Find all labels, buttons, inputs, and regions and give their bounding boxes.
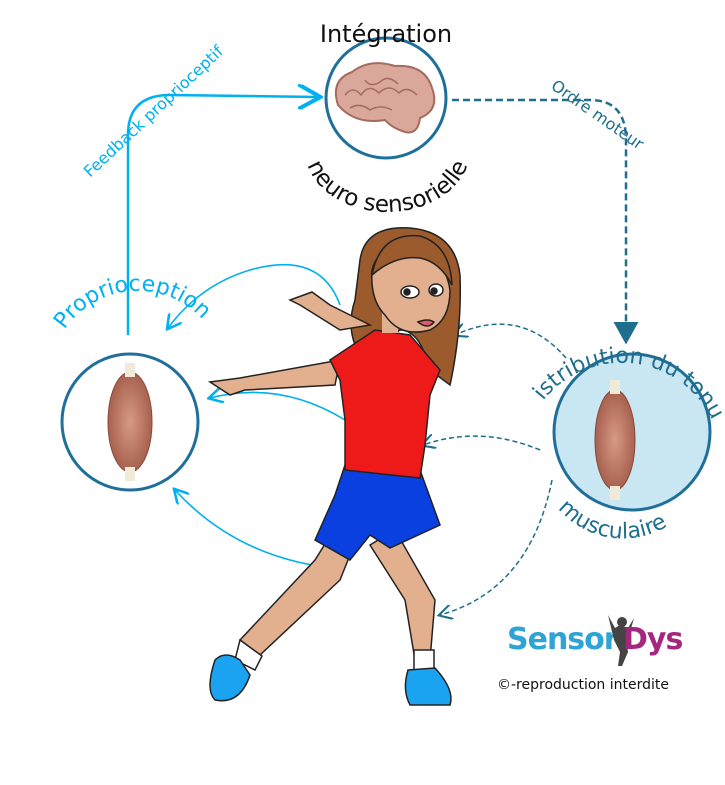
- copyright-notice: ©-reproduction interdite: [497, 677, 669, 693]
- logo-part-sensor: Sensor: [507, 622, 619, 657]
- ordre-moteur-arrow: [452, 98, 639, 345]
- integration-subtitle-text: neuro sensorielle: [302, 156, 474, 218]
- muscle-icon: [107, 363, 153, 481]
- distribution-to-head-arrow: [455, 324, 567, 359]
- feedback-arrow: [126, 95, 318, 335]
- brain-icon: [334, 62, 436, 134]
- jumping-child-icon: [608, 615, 634, 666]
- sensordys-logo: Sensor Dys: [505, 612, 685, 672]
- distribution-to-leg-arrow: [440, 479, 553, 615]
- leg-to-proprioception-arrow: [175, 490, 313, 566]
- torso-to-proprioception-arrow: [210, 392, 346, 421]
- proprioception-node: [60, 352, 200, 492]
- girl-illustration: [207, 227, 462, 706]
- feedback-label: Feedback proprioceptif: [80, 42, 227, 181]
- distribution-node: [552, 352, 712, 512]
- integration-node: [324, 36, 448, 160]
- integration-subtitle: neuro sensorielle: [302, 156, 474, 218]
- ordre-moteur-label: Ordre moteur: [548, 76, 648, 154]
- proprioception-label: Proprioception: [49, 272, 216, 334]
- proprioception-label-text: Proprioception: [49, 272, 216, 334]
- arm-to-proprioception-arrow: [168, 263, 341, 328]
- integration-title: Intégration: [320, 20, 452, 48]
- logo-part-dys: Dys: [623, 622, 683, 657]
- muscle-icon: [594, 380, 636, 500]
- distribution-to-torso-arrow: [423, 436, 541, 451]
